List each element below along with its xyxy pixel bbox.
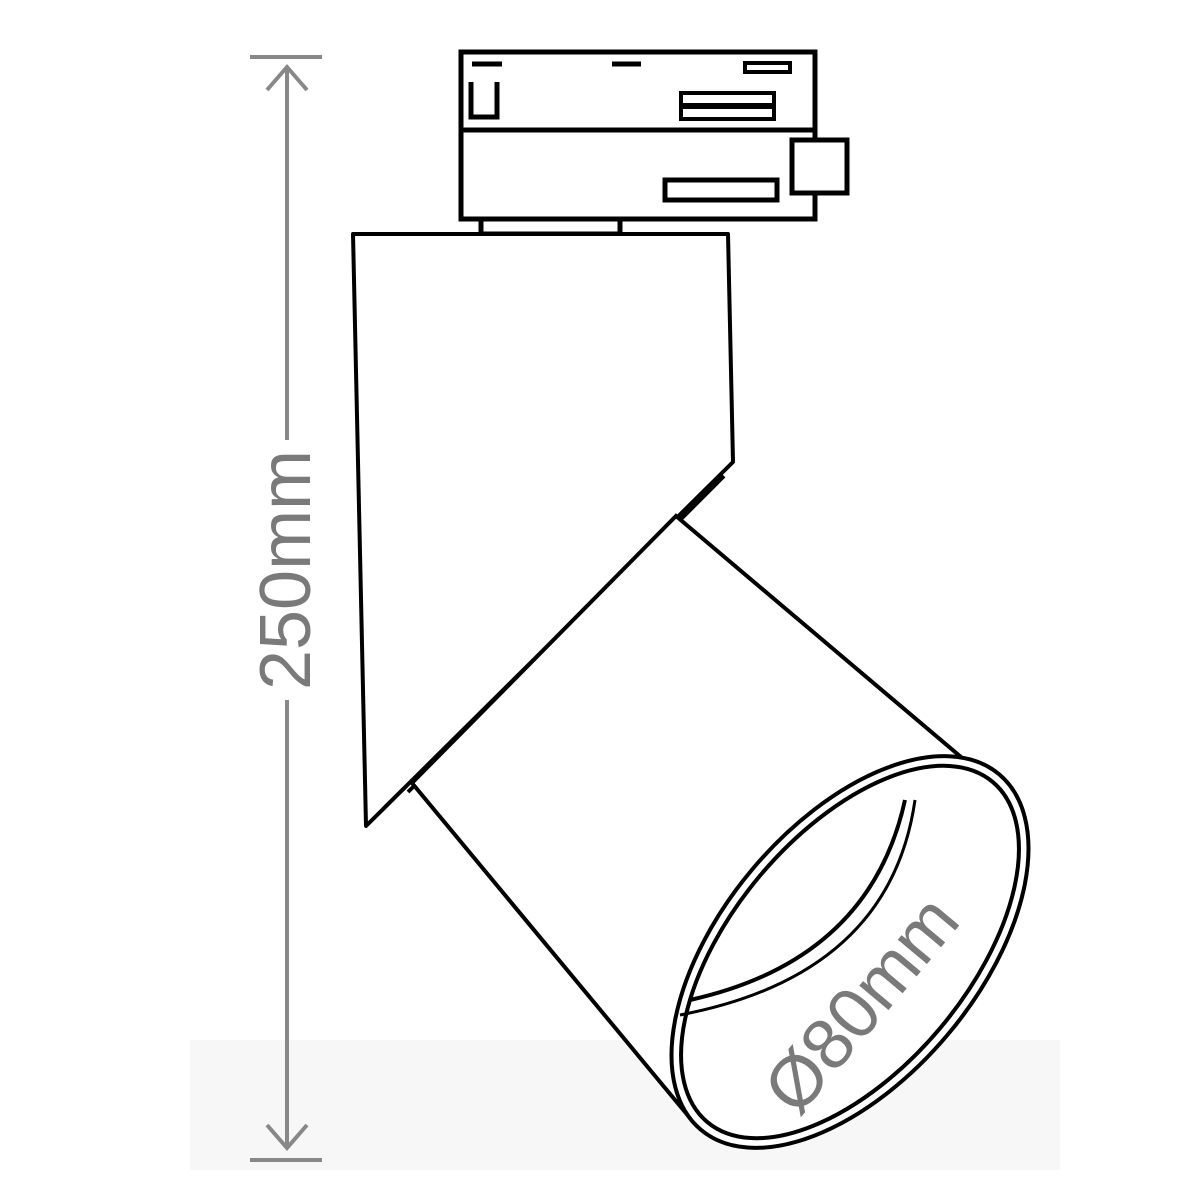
track-adapter	[458, 49, 850, 222]
height-label: 250mm	[246, 450, 326, 690]
arrow-up-icon	[265, 63, 309, 92]
floor-shadow	[190, 1040, 1060, 1170]
lamp-head	[409, 513, 1031, 1150]
stem	[478, 216, 623, 237]
arrow-down-icon	[265, 1123, 309, 1152]
height-dimension	[250, 55, 322, 1162]
